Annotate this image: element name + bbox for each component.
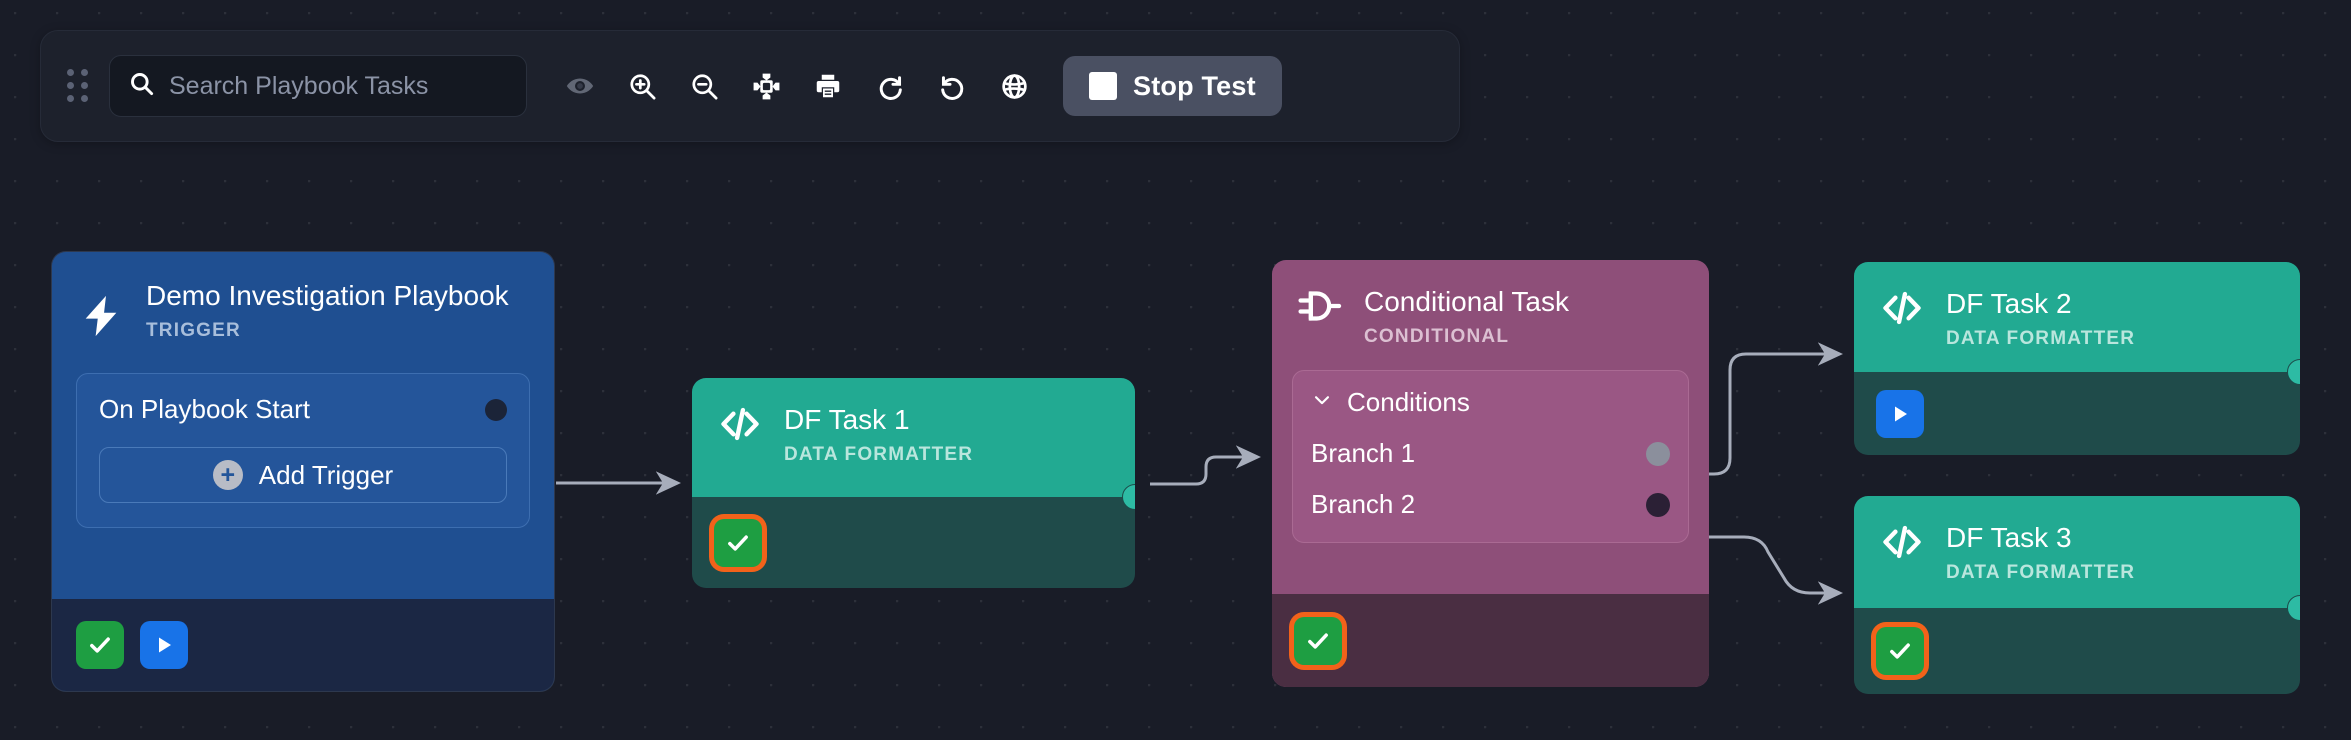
add-trigger-label: Add Trigger — [258, 459, 394, 490]
node-subtitle: DATA FORMATTER — [1946, 562, 2136, 583]
fit-screen-icon[interactable] — [735, 55, 797, 117]
branch-row-1[interactable]: Branch 1 — [1311, 438, 1670, 469]
node-header: Demo Investigation Playbook TRIGGER — [52, 252, 554, 347]
zoom-out-icon[interactable] — [673, 55, 735, 117]
stop-square-icon — [1089, 72, 1117, 100]
undo-icon[interactable] — [921, 55, 983, 117]
node-header: DF Task 1 DATA FORMATTER — [692, 378, 1135, 497]
node-title: DF Task 2 — [1946, 288, 2072, 319]
output-port-dot[interactable] — [485, 398, 507, 421]
lightning-bolt-icon — [78, 290, 124, 347]
search-input[interactable] — [169, 71, 508, 101]
stop-test-button[interactable]: Stop Test — [1063, 56, 1282, 116]
stop-test-label: Stop Test — [1133, 70, 1256, 101]
edge-branch2-to-df3 — [1700, 535, 1843, 605]
branch-output-port[interactable] — [1646, 492, 1670, 517]
globe-icon[interactable] — [983, 55, 1045, 117]
node-body — [692, 497, 1135, 588]
node-df-task-1[interactable]: DF Task 1 DATA FORMATTER — [692, 378, 1135, 588]
node-df-task-2[interactable]: DF Task 2 DATA FORMATTER — [1854, 262, 2300, 455]
code-brackets-icon — [716, 402, 764, 451]
trigger-panel: On Playbook Start + Add Trigger — [76, 373, 530, 528]
node-subtitle: TRIGGER — [146, 320, 241, 341]
status-success-badge[interactable] — [76, 621, 124, 669]
trigger-row-label: On Playbook Start — [99, 394, 310, 424]
node-body — [1854, 608, 2300, 694]
node-footer — [1272, 594, 1709, 687]
node-df-task-3[interactable]: DF Task 3 DATA FORMATTER — [1854, 496, 2300, 694]
redo-icon[interactable] — [859, 55, 921, 117]
add-trigger-button[interactable]: + Add Trigger — [99, 447, 507, 503]
eye-icon[interactable] — [549, 55, 611, 117]
conditions-label: Conditions — [1347, 387, 1470, 417]
node-subtitle: DATA FORMATTER — [1946, 328, 2136, 349]
branch-label: Branch 1 — [1311, 438, 1416, 468]
node-trigger-demo-investigation-playbook[interactable]: Demo Investigation Playbook TRIGGER On P… — [52, 252, 554, 691]
chevron-down-icon — [1311, 389, 1333, 416]
playbook-toolbar: Stop Test — [40, 30, 1460, 142]
node-title: DF Task 3 — [1946, 522, 2072, 553]
conditional-plug-icon — [1296, 284, 1344, 333]
node-header: DF Task 2 DATA FORMATTER — [1854, 262, 2300, 372]
plus-icon: + — [212, 460, 243, 490]
edge-df1-to-conditional — [1150, 445, 1261, 486]
branch-row-2[interactable]: Branch 2 — [1311, 489, 1670, 520]
status-success-badge[interactable] — [714, 518, 762, 567]
node-title: DF Task 1 — [784, 404, 910, 435]
node-title: Conditional Task — [1364, 286, 1569, 317]
branch-label: Branch 2 — [1311, 489, 1416, 519]
conditions-panel: Conditions Branch 1 Branch 2 — [1292, 370, 1689, 543]
node-header: DF Task 3 DATA FORMATTER — [1854, 496, 2300, 608]
edge-branch1-to-df2 — [1700, 342, 1843, 476]
node-header: Conditional Task CONDITIONAL — [1272, 260, 1709, 348]
node-body — [1854, 372, 2300, 455]
conditions-toggle[interactable]: Conditions — [1311, 387, 1670, 418]
search-input-wrapper[interactable] — [109, 55, 527, 117]
zoom-in-icon[interactable] — [611, 55, 673, 117]
branch-output-port[interactable] — [1646, 441, 1670, 466]
node-conditional-task[interactable]: Conditional Task CONDITIONAL Conditions … — [1272, 260, 1709, 687]
trigger-row-on-playbook-start[interactable]: On Playbook Start — [99, 394, 507, 425]
node-footer — [52, 599, 554, 691]
drag-grip-icon[interactable] — [67, 69, 93, 103]
code-brackets-icon — [1878, 286, 1926, 335]
status-success-badge[interactable] — [1294, 616, 1342, 665]
node-subtitle: DATA FORMATTER — [784, 444, 974, 465]
node-subtitle: CONDITIONAL — [1364, 326, 1510, 347]
node-title: Demo Investigation Playbook — [146, 280, 509, 311]
search-icon — [128, 70, 155, 102]
run-task-badge[interactable] — [1876, 389, 1924, 438]
code-brackets-icon — [1878, 520, 1926, 569]
printer-icon[interactable] — [797, 55, 859, 117]
run-task-badge[interactable] — [140, 621, 188, 669]
status-success-badge[interactable] — [1876, 627, 1924, 675]
